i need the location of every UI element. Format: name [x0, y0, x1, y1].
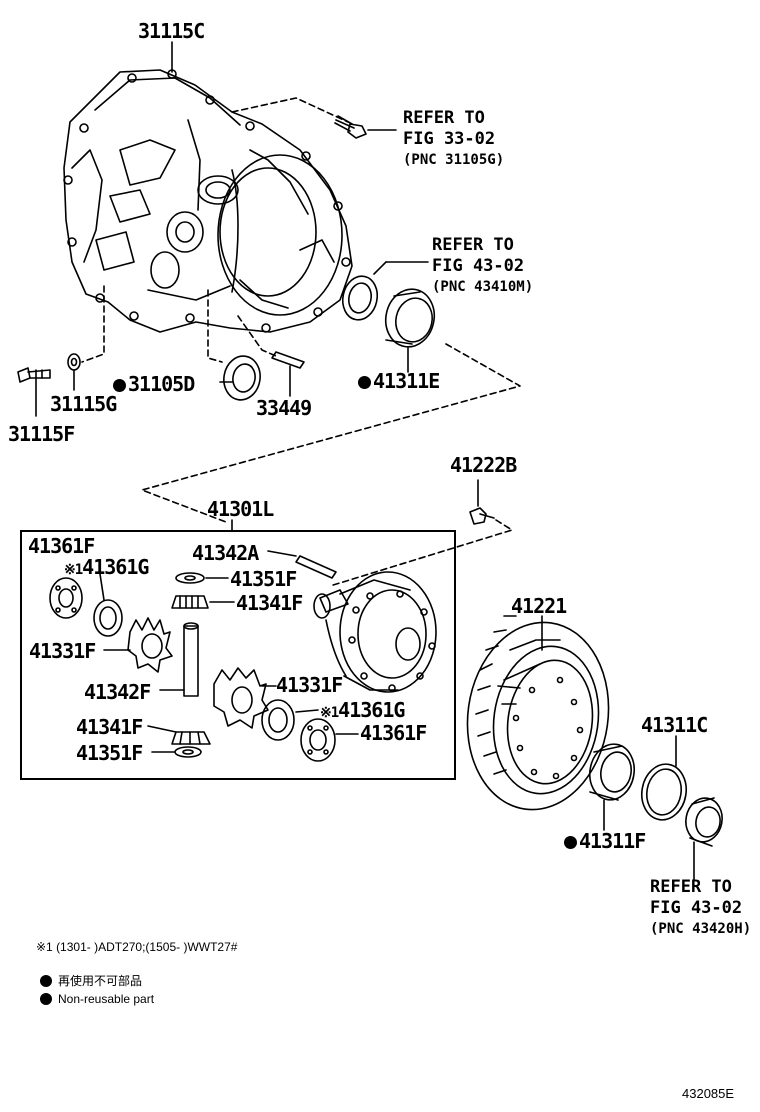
part-label-41341F-bottom[interactable]: 41341F: [76, 715, 143, 739]
ref-line-3: (PNC 31105G): [403, 152, 505, 168]
ref-line-1: REFER TO: [432, 235, 514, 255]
part-label-41361F-right[interactable]: 41361F: [360, 721, 427, 745]
part-label-31105D[interactable]: 31105D: [113, 372, 195, 396]
legend-jp-text: 再使用不可部品: [58, 974, 143, 988]
part-label-41222B[interactable]: 41222B: [450, 453, 517, 477]
ref-line-2: FIG 43-02: [650, 898, 743, 918]
bearing-race-41311E-drawing: [384, 288, 436, 348]
illustration-id: 432085E: [682, 1086, 735, 1101]
part-label-41341F-top[interactable]: 41341F: [236, 591, 303, 615]
part-label-41361G-right[interactable]: ※141361G: [320, 698, 405, 724]
part-label-41361G-left[interactable]: ※141361G: [64, 555, 149, 581]
refer-to-fig-33-02[interactable]: REFER TO FIG 33-02 (PNC 31105G): [403, 108, 504, 171]
bolt-41222B-drawing: [469, 507, 495, 525]
part-number-text: 41311E: [373, 369, 440, 393]
part-label-33449[interactable]: 33449: [256, 396, 312, 420]
refer-to-fig-43-02-b[interactable]: REFER TO FIG 43-02 (PNC 43420H): [650, 877, 751, 940]
ref-line-2: FIG 33-02: [403, 129, 496, 149]
ring-gear-drawing: [466, 615, 610, 811]
note-mark: ※1: [64, 562, 83, 578]
bolt-31115F-drawing: [17, 367, 51, 383]
part-label-41331F-left[interactable]: 41331F: [29, 639, 96, 663]
note-mark: ※1: [320, 705, 339, 721]
pinion-gear-bottom-drawing: [171, 731, 211, 745]
part-label-31115C[interactable]: 31115C: [138, 19, 205, 43]
side-gear-right-drawing: [213, 667, 269, 729]
part-number-text: 31105D: [128, 372, 195, 396]
refer-to-fig-43-02-a[interactable]: REFER TO FIG 43-02 (PNC 43410M): [432, 235, 533, 298]
part-number-text: 41361G: [82, 555, 149, 579]
ref-line-1: REFER TO: [403, 108, 485, 128]
non-reusable-icon: [358, 376, 371, 389]
bearing-41311F-drawing: [588, 743, 636, 801]
part-label-41331F-right[interactable]: 41331F: [276, 673, 343, 697]
non-reusable-icon: [564, 836, 577, 849]
part-label-31115F[interactable]: 31115F: [8, 422, 75, 446]
differential-case-drawing: [313, 571, 437, 693]
ref-line-3: (PNC 43420H): [650, 921, 752, 937]
filled-circle-icon: [40, 975, 52, 987]
differential-assembly-box: [20, 530, 456, 780]
side-gear-left-drawing: [127, 617, 173, 673]
filled-circle-icon: [40, 993, 52, 1005]
part-label-41311F[interactable]: 41311F: [564, 829, 646, 853]
legend-english: Non-reusable part: [40, 992, 154, 1006]
ref-line-2: FIG 43-02: [432, 256, 525, 276]
case-bolt-drawing: [334, 115, 367, 139]
ref-line-1: REFER TO: [650, 877, 732, 897]
part-label-41342A[interactable]: 41342A: [192, 541, 259, 565]
legend-en-text: Non-reusable part: [58, 992, 155, 1006]
part-label-31115G[interactable]: 31115G: [50, 392, 117, 416]
part-label-41311C[interactable]: 41311C: [641, 713, 708, 737]
part-label-41311E[interactable]: 41311E: [358, 369, 440, 393]
part-label-41361F-left[interactable]: 41361F: [28, 534, 95, 558]
transaxle-case-drawing: [63, 69, 353, 333]
footnote: ※1 (1301- )ADT270;(1505- )WWT27#: [36, 940, 238, 954]
pinion-gear-top-drawing: [171, 595, 209, 609]
part-label-41221[interactable]: 41221: [511, 594, 567, 618]
part-label-41351F-bottom[interactable]: 41351F: [76, 741, 143, 765]
part-label-41301L[interactable]: 41301L: [207, 497, 274, 521]
part-label-41351F-top[interactable]: 41351F: [230, 567, 297, 591]
part-number-text: 41311F: [579, 829, 646, 853]
legend-japanese: 再使用不可部品: [40, 972, 142, 989]
part-number-text: 41361G: [338, 698, 405, 722]
non-reusable-icon: [113, 379, 126, 392]
ref-line-3: (PNC 43410M): [432, 279, 534, 295]
part-label-41342F[interactable]: 41342F: [84, 680, 151, 704]
